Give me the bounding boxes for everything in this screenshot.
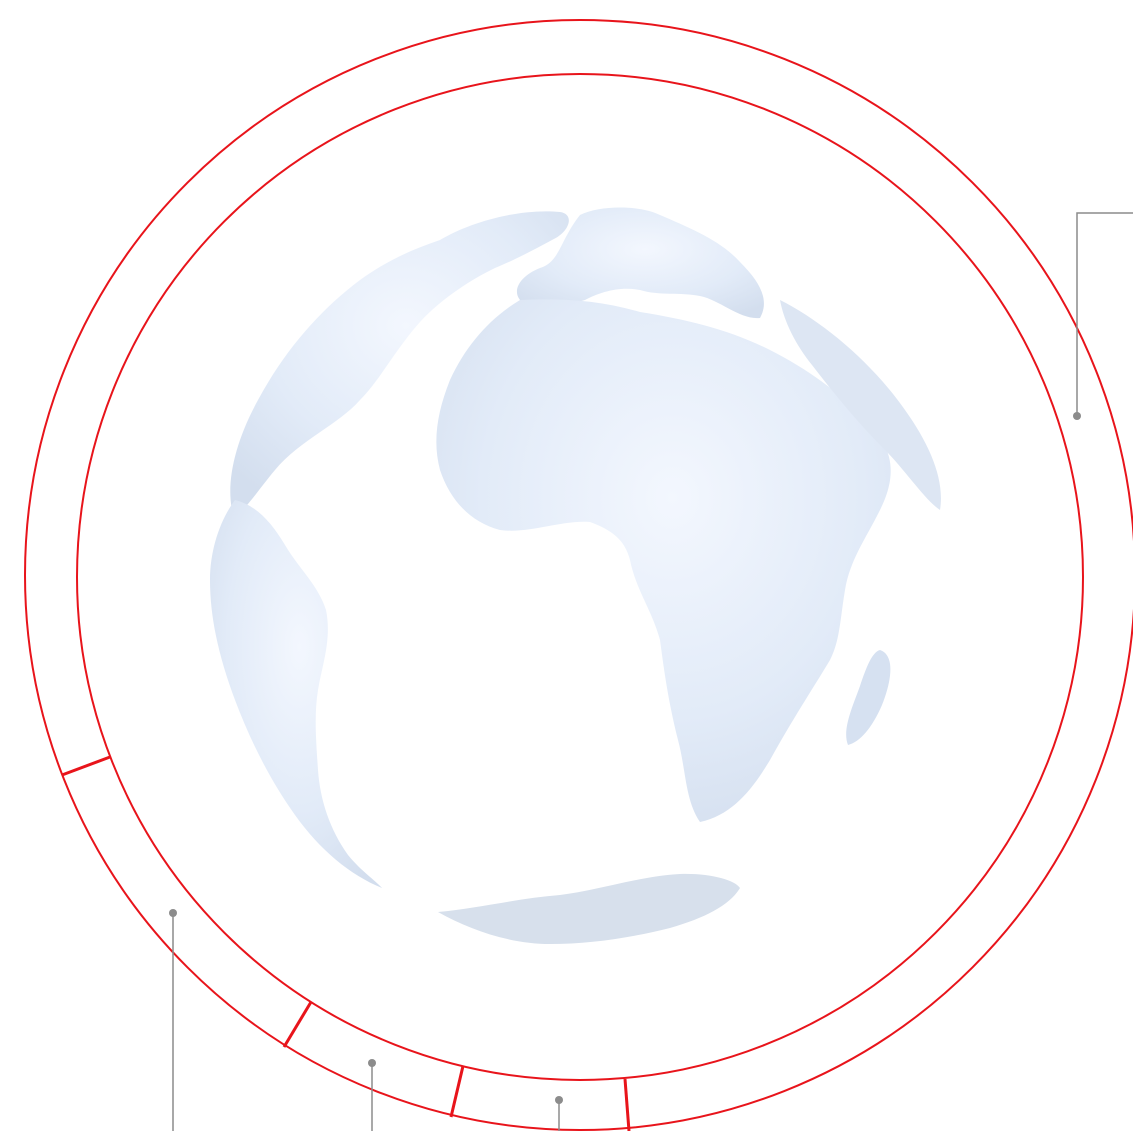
- callout-bottom-dot: [555, 1096, 563, 1104]
- callout-bottom-left-dot: [368, 1059, 376, 1067]
- segment-divider-4: [625, 1079, 629, 1131]
- callout-bottom: [555, 1096, 563, 1131]
- ring-outer-circle: [25, 20, 1133, 1130]
- segment-divider-3: [451, 1066, 463, 1117]
- land-madagascar: [846, 650, 890, 745]
- ring: [25, 20, 1133, 1131]
- segment-divider-1: [62, 757, 110, 775]
- callout-lower-left: [169, 909, 177, 1131]
- callout-lower-left-dot: [169, 909, 177, 917]
- callout-bottom-left: [368, 1059, 376, 1131]
- segment-divider-2: [284, 1002, 311, 1047]
- globe-illustration: [210, 208, 941, 945]
- land-south-america: [210, 500, 382, 888]
- callout-right-line: [1077, 213, 1133, 416]
- callout-right-dot: [1073, 412, 1081, 420]
- land-antarctica: [438, 874, 740, 944]
